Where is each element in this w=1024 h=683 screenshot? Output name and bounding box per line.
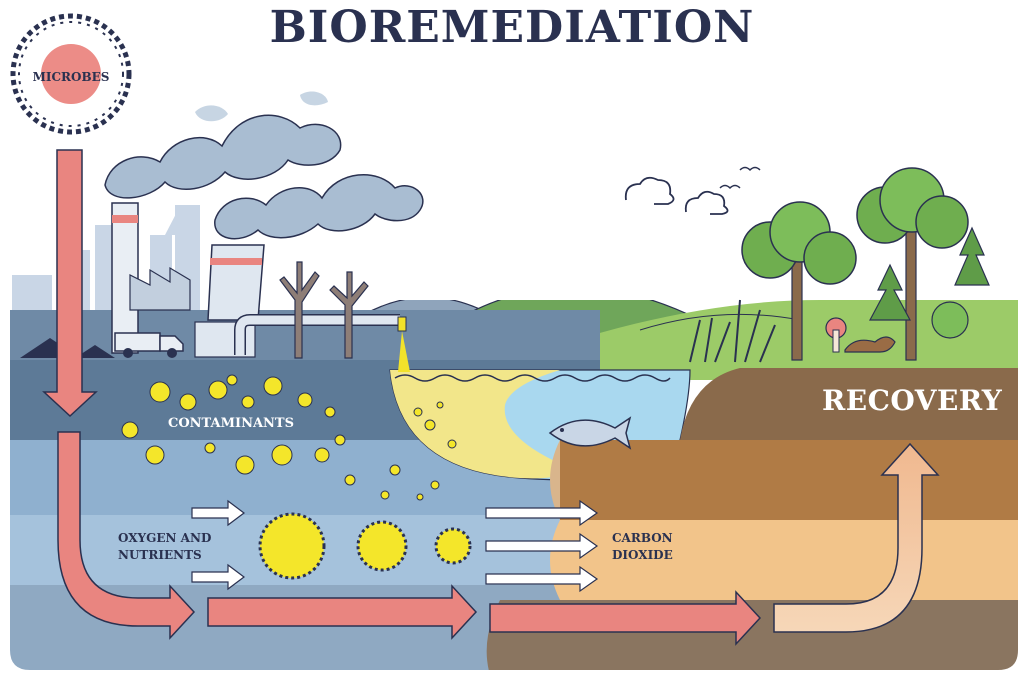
carbon-dioxide-label: CARBON DIOXIDE <box>612 530 673 564</box>
birds-icon <box>719 166 761 190</box>
sky-clouds <box>624 176 729 215</box>
contaminant-particles <box>121 374 457 501</box>
microbe-clusters <box>258 512 472 580</box>
healthy-trees <box>689 167 990 363</box>
process-arrows <box>42 149 762 646</box>
truck-icon <box>114 332 184 358</box>
contaminants-label: CONTAMINANTS <box>168 416 294 431</box>
smoke-clouds <box>104 91 424 240</box>
dead-trees <box>279 261 369 359</box>
io-arrows <box>191 499 599 593</box>
oxygen-nutrients-label: OXYGEN AND NUTRIENTS <box>118 530 211 564</box>
microbes-badge <box>10 13 132 135</box>
polluted-water <box>390 370 575 479</box>
co2-label-line2: DIOXIDE <box>612 548 673 562</box>
microbes-label: MICROBES <box>32 70 110 84</box>
grass-right <box>560 300 1018 380</box>
fish-icon <box>548 416 632 450</box>
recovery-label: RECOVERY <box>822 384 1003 417</box>
co2-label-line1: CARBON <box>612 531 673 545</box>
recovery-arrow <box>773 442 940 633</box>
factory <box>20 202 410 372</box>
page-title: BIOREMEDIATION <box>269 2 755 53</box>
soil-top <box>680 368 1018 440</box>
oxygen-label-line1: OXYGEN AND <box>118 531 212 545</box>
oxygen-label-line2: NUTRIENTS <box>118 548 202 562</box>
